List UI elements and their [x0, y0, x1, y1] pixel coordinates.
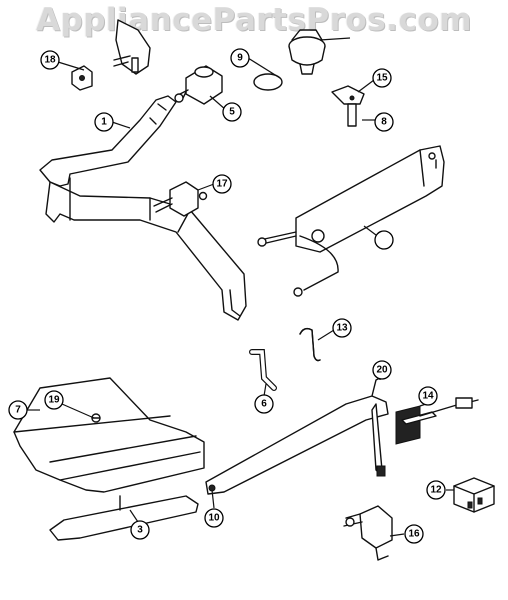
part-3-bracket	[49, 495, 199, 541]
callout-8-label: 8	[381, 117, 387, 128]
part-10-manifold-bar	[205, 375, 389, 495]
part-11-elbow	[299, 327, 321, 362]
callout-7: 7	[8, 400, 28, 420]
part-18-valve	[343, 505, 393, 561]
callout-18: 16	[404, 524, 424, 544]
part-14-probe	[395, 397, 479, 445]
part-switch-top	[113, 19, 151, 75]
callout-3-label: 3	[137, 525, 143, 536]
callout-13-label: 15	[376, 73, 388, 84]
callout-6: 6	[254, 394, 274, 414]
callout-20: 20	[372, 360, 392, 380]
callout-10-label: 10	[208, 513, 220, 524]
callout-11-label: 13	[336, 323, 348, 334]
callout-7-label: 7	[15, 405, 21, 416]
callout-1: 1	[94, 112, 114, 132]
callout-15: 17	[212, 174, 232, 194]
part-1-manifold	[39, 95, 247, 321]
callout-20-label: 20	[376, 365, 388, 376]
callout-17-label: 19	[48, 395, 60, 406]
callout-9: 9	[230, 48, 250, 68]
callout-13: 15	[372, 68, 392, 88]
part-13-igniter-bracket	[331, 85, 365, 127]
part-6-bent-tube	[249, 349, 277, 391]
part-19-burner-assembly	[257, 145, 445, 297]
callout-16: 18	[40, 50, 60, 70]
part-5-regulator	[174, 65, 223, 105]
callout-12-label: 12	[430, 485, 442, 496]
callout-14: 14	[418, 386, 438, 406]
part-9-o-ring	[253, 73, 283, 91]
callout-5: 5	[222, 102, 242, 122]
callout-12: 12	[426, 480, 446, 500]
callout-19	[374, 230, 394, 250]
callout-15-label: 17	[216, 179, 228, 190]
callout-10: 10	[204, 508, 224, 528]
callout-16-label: 18	[44, 55, 56, 66]
watermark-text: AppliancePartsPros.com	[36, 2, 472, 38]
callout-1-label: 1	[101, 117, 107, 128]
part-16-bracket	[71, 65, 93, 91]
callout-3: 3	[130, 520, 150, 540]
callout-6-label: 6	[261, 399, 267, 410]
callout-8: 8	[374, 112, 394, 132]
part-12-switch	[453, 477, 495, 513]
part-15-valve	[153, 181, 208, 217]
callout-14-label: 14	[422, 391, 434, 402]
callout-17: 19	[44, 390, 64, 410]
part-7-shield	[13, 377, 205, 493]
callout-5-label: 5	[229, 107, 235, 118]
callout-9-label: 9	[237, 53, 243, 64]
callout-18-label: 16	[408, 529, 420, 540]
callout-11: 13	[332, 318, 352, 338]
part-burner-head	[288, 29, 326, 75]
